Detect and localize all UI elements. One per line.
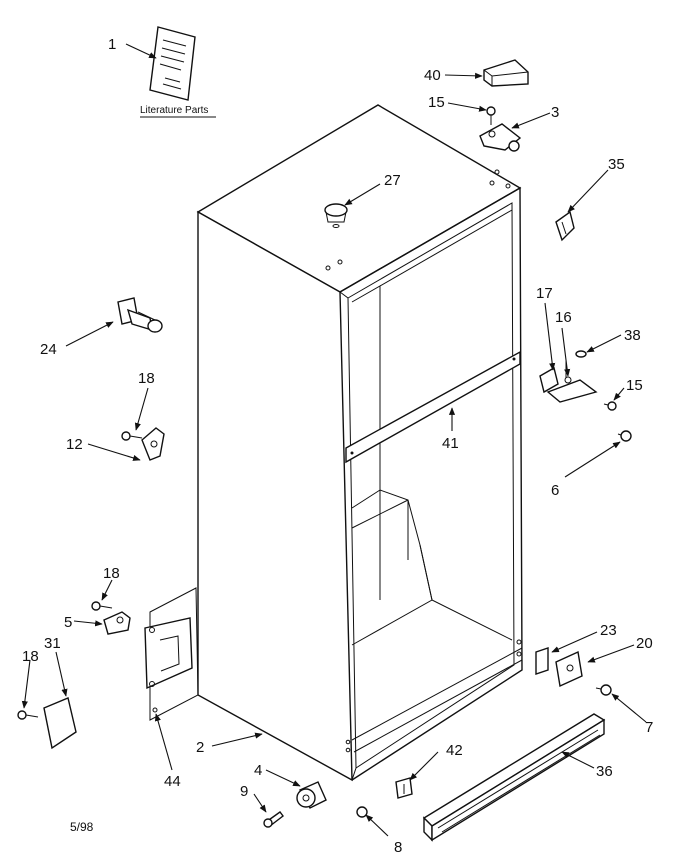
- callout-18-upper: 18: [138, 370, 155, 387]
- callout-44: 44: [164, 773, 181, 790]
- callout-17: 17: [536, 285, 553, 302]
- callout-18-lower: 18: [22, 648, 39, 665]
- callout-42: 42: [446, 742, 463, 759]
- top-hinge-icon: [479, 123, 522, 152]
- callout-35: 35: [608, 156, 625, 173]
- cabinet: [196, 104, 523, 782]
- callout-5: 5: [64, 614, 72, 631]
- callout-15-right: 15: [626, 377, 643, 394]
- callout-7: 7: [645, 719, 653, 736]
- callout-27: 27: [384, 172, 401, 189]
- screw-icon-2: [121, 431, 143, 441]
- lower-bracket-icon: [103, 611, 131, 635]
- callout-2: 2: [196, 739, 204, 756]
- screw-icon-8: [263, 811, 284, 828]
- callout-3: 3: [551, 104, 559, 121]
- callout-1: 1: [108, 36, 116, 53]
- callout-15-top: 15: [428, 94, 445, 111]
- callout-4: 4: [254, 762, 262, 779]
- callout-38: 38: [624, 327, 641, 344]
- screw-icon-7: [595, 684, 612, 696]
- callout-16: 16: [555, 309, 572, 326]
- screw-icon-5: [91, 601, 113, 611]
- shim-icon: [535, 647, 549, 675]
- literature-caption: Literature Parts: [140, 105, 208, 116]
- callout-41: 41: [442, 435, 459, 452]
- door-stop-icon: [117, 297, 163, 333]
- callout-18-middle: 18: [103, 565, 120, 582]
- callout-labels: 1 40 15 3 27 35 24 17 16 38 18 15 12 41 …: [22, 36, 653, 856]
- date-code: 5/98: [70, 820, 94, 834]
- leader-lines: [21, 43, 647, 837]
- callout-24: 24: [40, 341, 57, 358]
- screw-icon-9: [356, 806, 368, 818]
- clip-icon: [555, 210, 575, 242]
- toe-grille-icon: [422, 713, 606, 842]
- bottom-hinge-icon: [555, 650, 583, 688]
- literature-booklet-icon: [149, 26, 196, 101]
- callout-6: 6: [551, 482, 559, 499]
- callout-9: 9: [240, 783, 248, 800]
- toe-grille-clip-icon: [395, 777, 413, 799]
- callout-12: 12: [66, 436, 83, 453]
- washer-icon: [575, 350, 587, 358]
- callout-8: 8: [394, 839, 402, 856]
- callout-20: 20: [636, 635, 653, 652]
- callout-40: 40: [424, 67, 441, 84]
- rear-bracket: [144, 587, 199, 721]
- screw-icon: [486, 106, 496, 125]
- callout-31: 31: [44, 635, 61, 652]
- screw-icon-3: [603, 401, 617, 411]
- center-hinge-bracket-icon: [141, 427, 165, 461]
- callout-23: 23: [600, 622, 617, 639]
- roller-icon: [296, 781, 327, 809]
- plug-button-icon: [324, 203, 348, 228]
- hinge-cap-icon: [483, 59, 529, 87]
- screw-icon-4: [617, 430, 632, 442]
- hinge-cover-icon: [43, 697, 77, 750]
- screw-icon-6: [17, 710, 39, 720]
- callout-36: 36: [596, 763, 613, 780]
- center-hinge-icon: [539, 360, 598, 403]
